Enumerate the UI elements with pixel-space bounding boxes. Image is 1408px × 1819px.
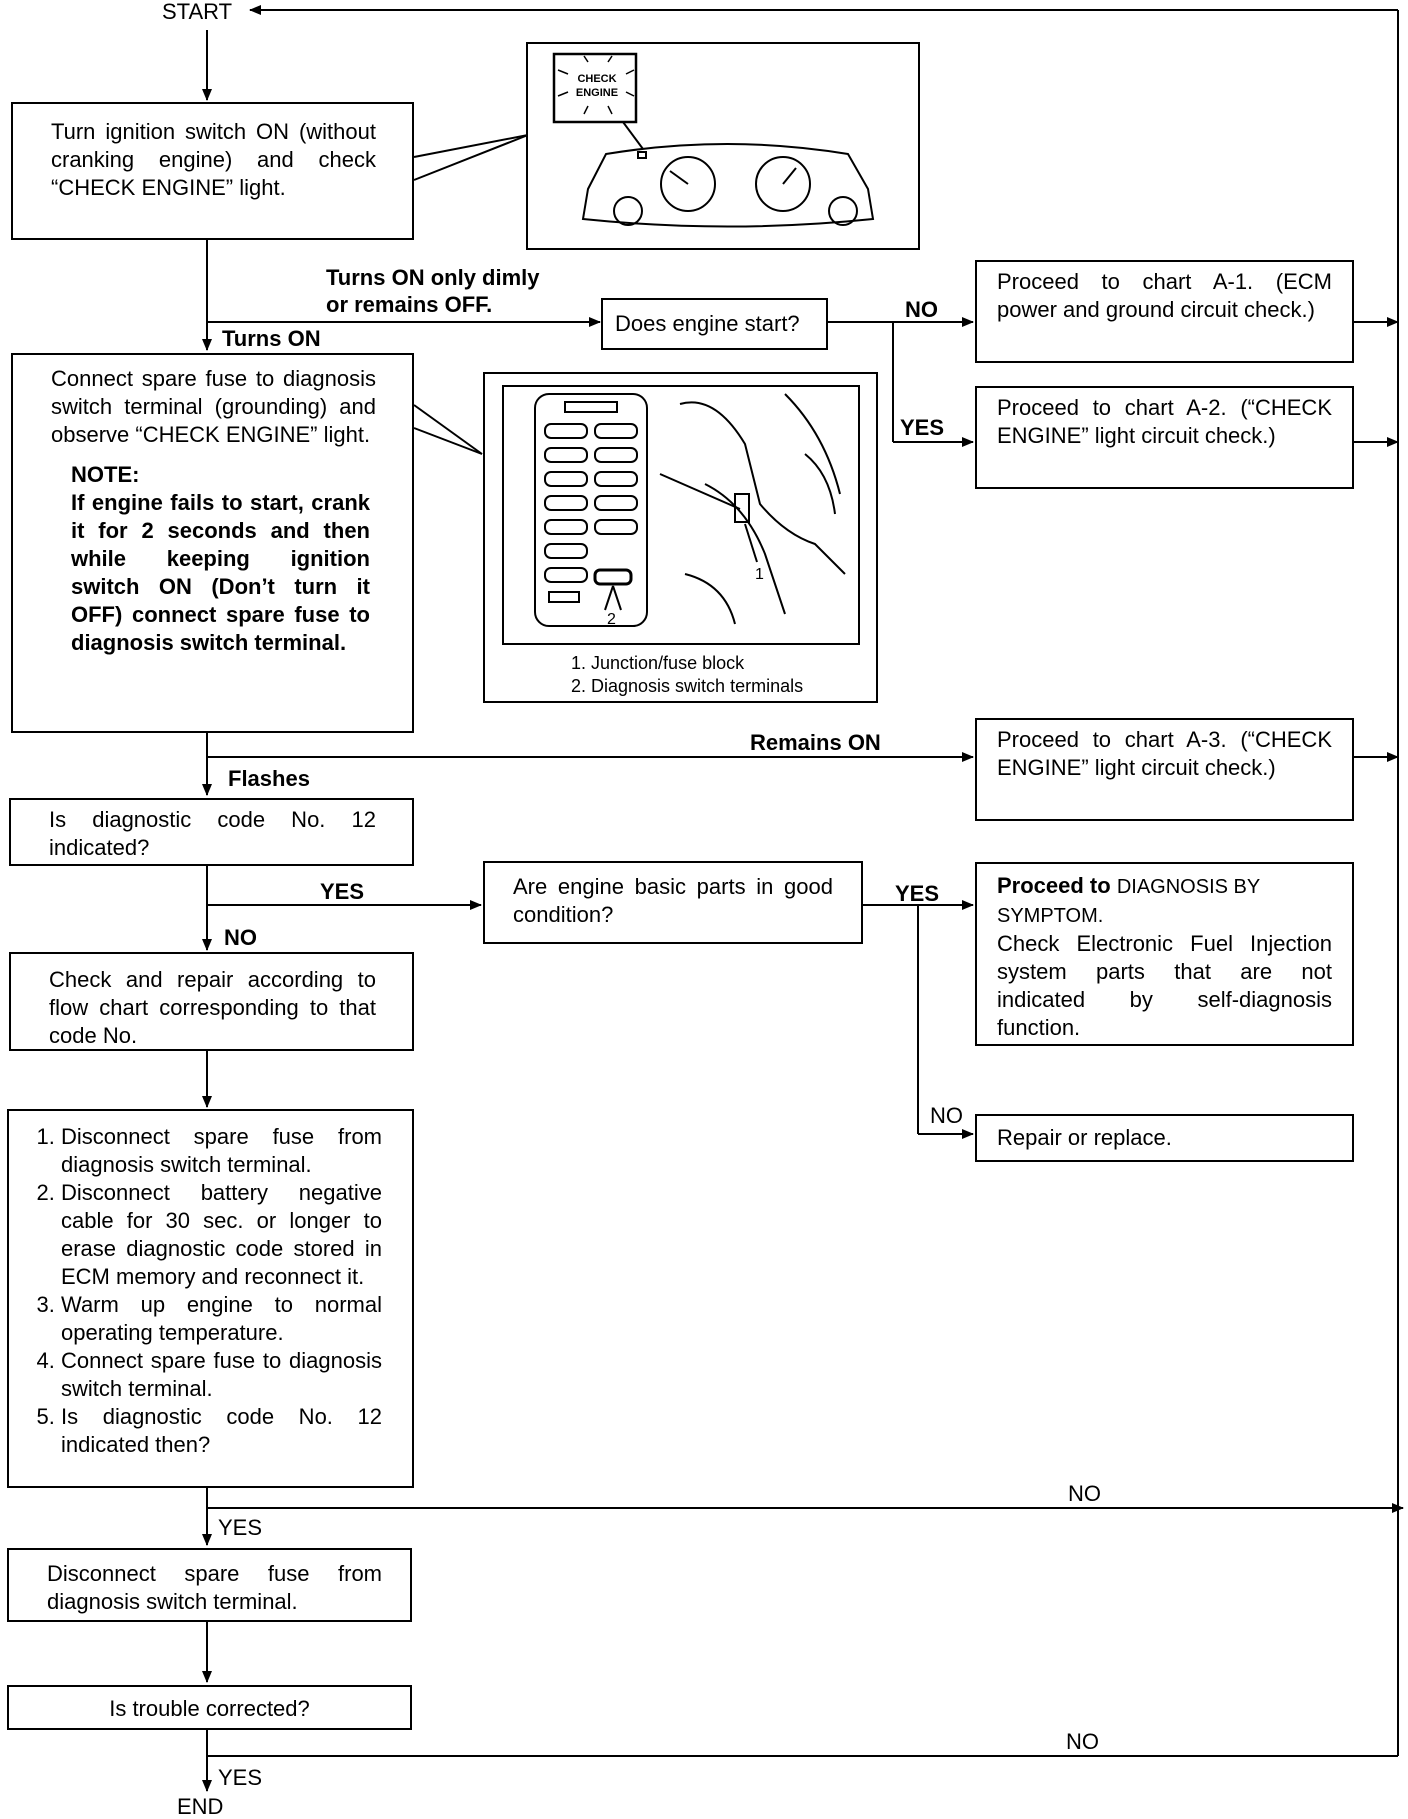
proceed-chart-a1-text: Proceed to chart A-1. (ECM power and gro… — [997, 269, 1332, 322]
step-connect-spare-fuse: Connect spare fuse to diagnosis switch t… — [11, 353, 414, 733]
fuse-callout-2: 2 — [607, 611, 616, 628]
fuse-callout-1: 1 — [755, 566, 764, 583]
label-yes-corrected: YES — [218, 1765, 263, 1790]
step-connect-spare-fuse-text: Connect spare fuse to diagnosis switch t… — [51, 366, 376, 447]
label-yes-engine: YES — [900, 415, 945, 440]
clear-step-1: Disconnect spare fuse from diagnosis swi… — [61, 1123, 382, 1179]
step-check-and-repair: Check and repair according to flow chart… — [9, 952, 414, 1051]
decision-code-12: Is diagnostic code No. 12 indicated? — [9, 798, 414, 866]
clear-step-4: Connect spare fuse to diagnosis switch t… — [61, 1347, 382, 1403]
clear-step-2: Disconnect battery negative cable for 30… — [61, 1179, 382, 1291]
label-no-code12: NO — [224, 925, 257, 950]
note-title: NOTE: — [71, 462, 140, 487]
proceed-diagnosis-by-symptom: Proceed to DIAGNOSIS BY SYMPTOM. Check E… — [975, 862, 1354, 1046]
repair-or-replace: Repair or replace. — [975, 1114, 1354, 1162]
symptom-text: Check Electronic Fuel Injection system p… — [997, 931, 1332, 1040]
label-no-engine: NO — [905, 297, 938, 322]
check-engine-light-text-2: ENGINE — [576, 87, 618, 99]
fuse-caption-2: 2. Diagnosis switch terminals — [571, 676, 804, 696]
proceed-chart-a3: Proceed to chart A-3. (“CHECK ENGINE” li… — [975, 718, 1354, 821]
step-clear-and-recheck: Disconnect spare fuse from diagnosis swi… — [7, 1109, 414, 1488]
label-no-code12-again: NO — [1068, 1481, 1101, 1506]
step-check-and-repair-text: Check and repair according to flow chart… — [49, 967, 376, 1048]
decision-trouble-corrected-text: Is trouble corrected? — [109, 1696, 310, 1721]
decision-trouble-corrected: Is trouble corrected? — [7, 1685, 412, 1730]
step-ignition-on-text: Turn ignition switch ON (without crankin… — [51, 119, 376, 200]
proceed-chart-a1: Proceed to chart A-1. (ECM power and gro… — [975, 260, 1354, 363]
clear-step-5: Is diagnostic code No. 12 indicated then… — [61, 1403, 382, 1459]
repair-or-replace-text: Repair or replace. — [997, 1125, 1172, 1150]
label-flashes: Flashes — [228, 766, 310, 791]
label-remains-on: Remains ON — [750, 730, 881, 755]
label-no-corrected: NO — [1066, 1729, 1099, 1754]
step-disconnect-spare-fuse: Disconnect spare fuse from diagnosis swi… — [7, 1548, 412, 1622]
label-no-parts: NO — [930, 1103, 963, 1128]
decision-basic-parts-text: Are engine basic parts in good condition… — [513, 874, 833, 927]
proceed-chart-a3-text: Proceed to chart A-3. (“CHECK ENGINE” li… — [997, 727, 1332, 780]
end-terminal: END — [177, 1794, 224, 1819]
label-yes-code12-again: YES — [218, 1515, 263, 1540]
proceed-chart-a2-text: Proceed to chart A-2. (“CHECK ENGINE” li… — [997, 395, 1332, 448]
symptom-rest: DIAGNOSIS BY SYMPTOM. — [997, 876, 1260, 927]
proceed-chart-a2: Proceed to chart A-2. (“CHECK ENGINE” li… — [975, 386, 1354, 489]
step-ignition-on: Turn ignition switch ON (without crankin… — [11, 102, 414, 240]
decision-engine-start: Does engine start? — [601, 298, 828, 350]
label-turns-on: Turns ON — [222, 326, 321, 351]
clear-step-3: Warm up engine to normal operating tempe… — [61, 1291, 382, 1347]
symptom-heading: Proceed to DIAGNOSIS BY SYMPTOM. — [997, 872, 1332, 930]
decision-basic-parts: Are engine basic parts in good condition… — [483, 861, 863, 944]
decision-engine-start-text: Does engine start? — [615, 311, 800, 336]
label-dimly: Turns ON only dimly — [326, 265, 540, 290]
start-terminal: START — [162, 0, 233, 24]
step-disconnect-spare-fuse-text: Disconnect spare fuse from diagnosis swi… — [47, 1561, 382, 1614]
label-remains-off: or remains OFF. — [326, 292, 493, 317]
check-engine-light-text-1: CHECK — [577, 73, 616, 85]
dashboard-figure: CHECK ENGINE — [526, 42, 920, 250]
clear-steps-list: Disconnect spare fuse from diagnosis swi… — [29, 1123, 382, 1459]
label-yes-code12: YES — [320, 879, 365, 904]
label-yes-parts: YES — [895, 881, 940, 906]
symptom-prefix: Proceed to — [997, 873, 1111, 898]
instrument-cluster-illustration: CHECK ENGINE — [552, 52, 875, 228]
note-text: If engine fails to start, crank it for 2… — [71, 490, 370, 655]
fuse-block-figure: 1 2 1. Junction/fuse block 2. Diagnosis … — [483, 372, 878, 703]
fuse-caption-1: 1. Junction/fuse block — [571, 653, 745, 673]
decision-code-12-text: Is diagnostic code No. 12 indicated? — [49, 807, 376, 860]
fuse-block-illustration: 1 2 — [502, 385, 860, 645]
